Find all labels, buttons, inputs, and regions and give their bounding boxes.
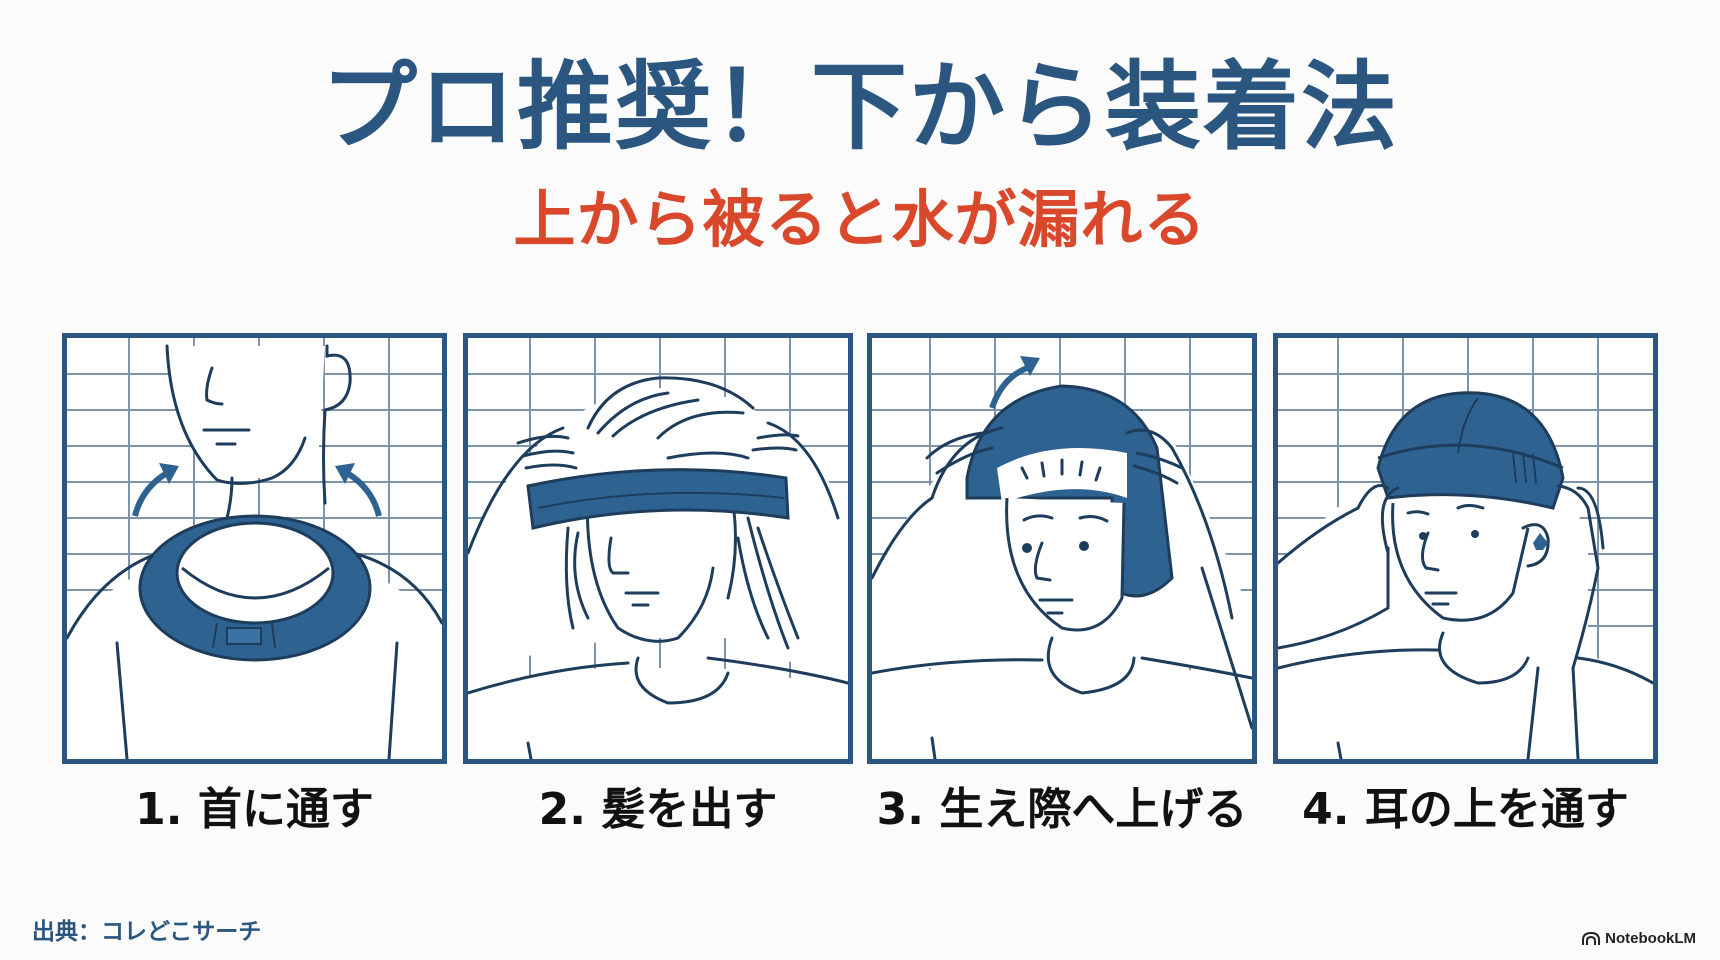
step-1-caption: 1. 首に通す [135, 784, 374, 835]
pulling-hair-out-illustration [468, 338, 848, 759]
cap-over-ears-illustration [1278, 338, 1653, 759]
arrow-up-right-icon [989, 356, 1040, 410]
step-4-illustration [1273, 333, 1658, 764]
raising-cap-illustration [872, 338, 1252, 759]
arrow-up-icon [132, 463, 382, 517]
step-2-caption: 2. 髪を出す [538, 784, 778, 835]
ear-arrow-icon [1533, 533, 1548, 550]
notebooklm-logo-icon [1582, 931, 1601, 945]
source-credit: 出典：コレどこサーチ [32, 919, 262, 945]
brand-name: NotebookLM [1605, 930, 1696, 947]
page-subtitle: 上から被ると水が漏れる [513, 183, 1207, 256]
step-1-illustration [62, 333, 447, 764]
cap-around-neck-illustration [67, 338, 442, 759]
brand-watermark: NotebookLM [1582, 930, 1696, 947]
step-3-illustration [867, 333, 1257, 764]
step-2-illustration [463, 333, 853, 764]
page-title: プロ推奨！下から装着法 [321, 51, 1399, 163]
step-3-caption: 3. 生え際へ上げる [876, 784, 1248, 835]
step-4-caption: 4. 耳の上を通す [1302, 784, 1629, 835]
